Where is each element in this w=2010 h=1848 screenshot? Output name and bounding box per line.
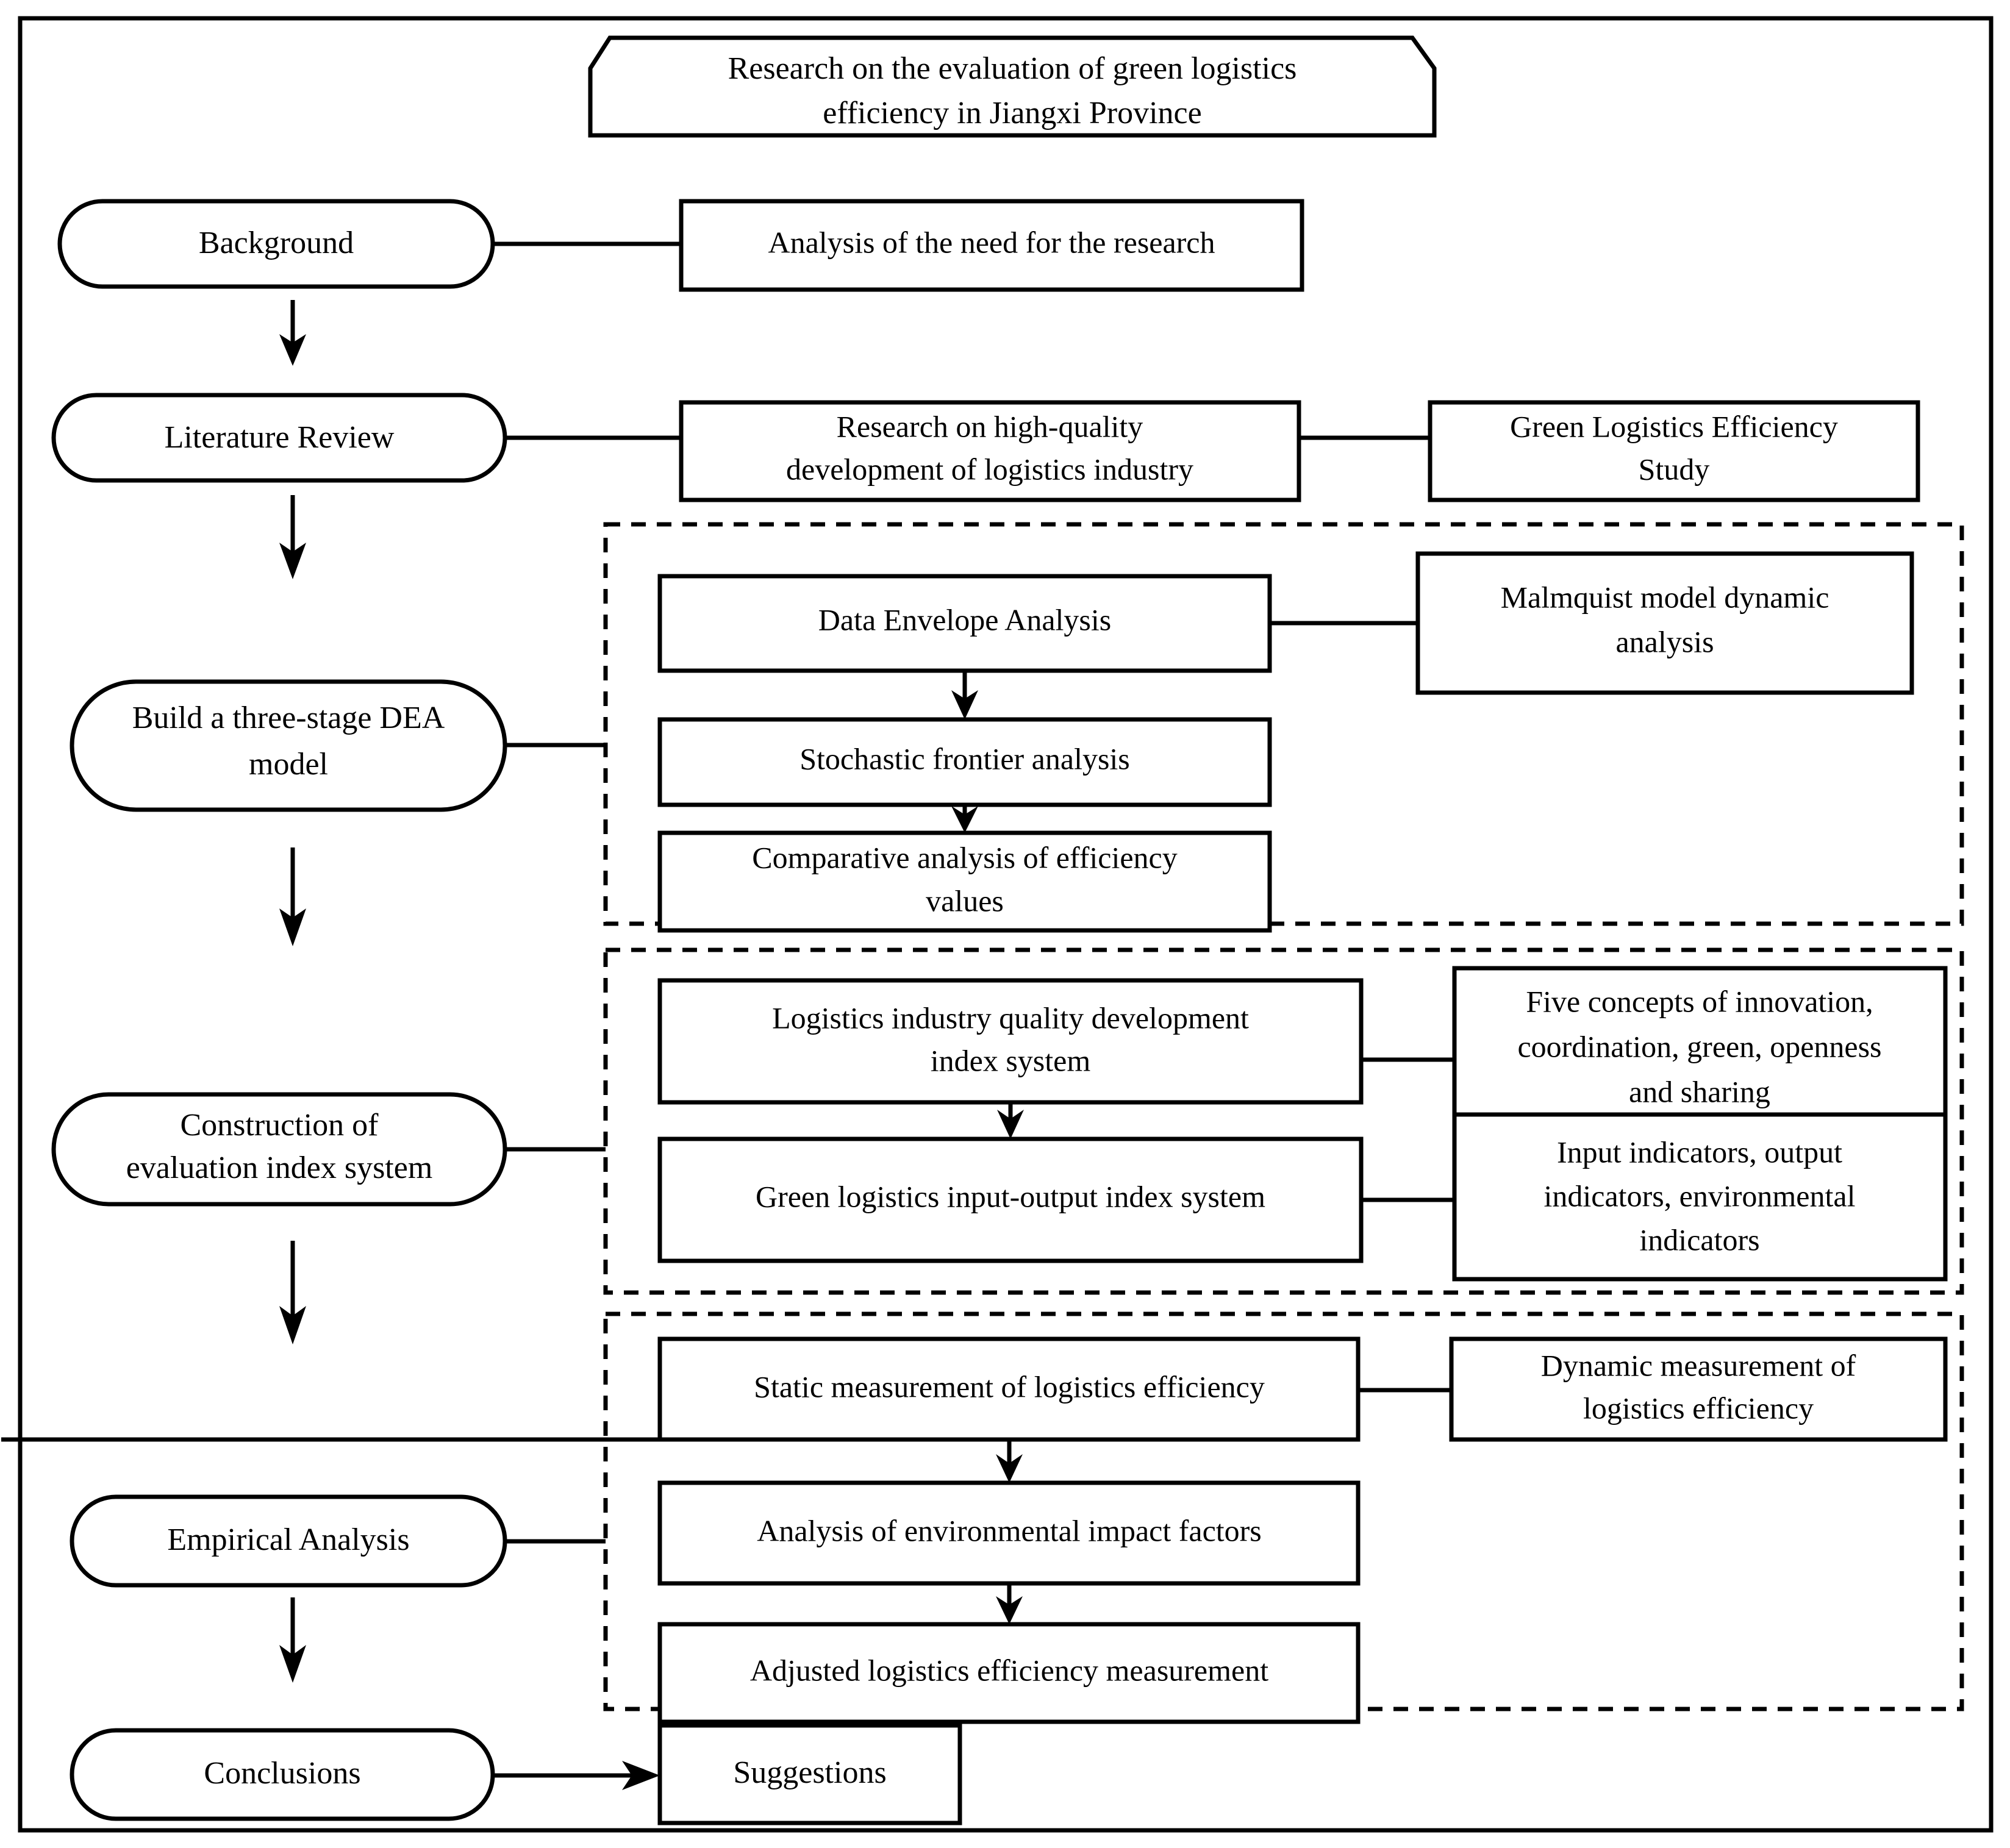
box-malmquist-model-label-1: Malmquist model dynamic — [1501, 580, 1829, 614]
arrowhead-environmental-to-adjusted — [996, 1596, 1023, 1624]
outer-frame — [18, 16, 1994, 1833]
box-input-output-environmental-indicators[interactable] — [1452, 1112, 1948, 1282]
title-line-1: Research on the evaluation of green logi… — [728, 51, 1297, 86]
box-logistics-quality-development-index-label-2: index system — [931, 1043, 1091, 1077]
box-green-logistics-input-output-index[interactable] — [657, 1136, 1364, 1263]
arrowhead-empirical-to-conclusions — [279, 1645, 306, 1683]
box-logistics-quality-development-index-label-1: Logistics industry quality development — [772, 1001, 1249, 1035]
box-adjusted-logistics-efficiency[interactable] — [657, 1622, 1361, 1724]
box-logistics-quality-development-index[interactable] — [657, 978, 1364, 1105]
box-comparative-analysis-efficiency[interactable] — [657, 830, 1272, 933]
stage-empirical-analysis-label: Empirical Analysis — [167, 1522, 409, 1557]
box-malmquist-model[interactable] — [1415, 551, 1914, 695]
title-line-2: efficiency in Jiangxi Province — [823, 96, 1201, 130]
box-indicators-label-2: indicators, environmental — [1544, 1179, 1856, 1213]
box-indicators-label-1: Input indicators, output — [1557, 1135, 1842, 1169]
box-data-envelope-analysis-label: Data Envelope Analysis — [818, 602, 1111, 637]
box-dynamic-measurement-label-2: logistics efficiency — [1583, 1391, 1814, 1425]
box-five-concepts-label-3: and sharing — [1629, 1074, 1770, 1108]
box-five-concepts-label-2: coordination, green, openness — [1517, 1029, 1881, 1063]
box-comparative-analysis-efficiency-label-2: values — [926, 883, 1004, 918]
stage-literature-review-label: Literature Review — [165, 420, 395, 455]
stage-conclusions-label: Conclusions — [204, 1756, 360, 1791]
arrowhead-stochastic-to-comparative — [951, 806, 978, 833]
arrowhead-quality-to-green-input-output — [997, 1110, 1024, 1139]
box-dynamic-measurement[interactable] — [1449, 1336, 1948, 1442]
box-suggestions-label: Suggestions — [733, 1755, 886, 1790]
box-environmental-impact-factors-label: Analysis of environmental impact factors — [757, 1513, 1262, 1547]
group-index-system-container — [603, 947, 1964, 1295]
box-comparative-analysis-efficiency-label-1: Comparative analysis of efficiency — [752, 840, 1177, 874]
box-analysis-need-research[interactable] — [679, 199, 1304, 292]
box-green-logistics-efficiency-study-label-1: Green Logistics Efficiency — [1510, 409, 1838, 443]
box-dynamic-measurement-label-1: Dynamic measurement of — [1541, 1348, 1856, 1382]
box-green-logistics-efficiency-study-label-2: Study — [1639, 452, 1710, 486]
group-dea-model-container — [603, 522, 1964, 926]
box-green-logistics-efficiency-study[interactable] — [1428, 400, 1920, 502]
title-banner-shape — [588, 35, 1437, 138]
arrowhead-conclusions-to-suggestions — [622, 1761, 660, 1790]
box-adjusted-logistics-efficiency-label: Adjusted logistics efficiency measuremen… — [750, 1653, 1268, 1687]
box-static-measurement[interactable] — [657, 1336, 1361, 1442]
box-indicators-label-3: indicators — [1639, 1222, 1759, 1257]
arrowhead-dea-to-construction — [279, 908, 306, 946]
box-green-logistics-input-output-index-label: Green logistics input-output index syste… — [756, 1179, 1265, 1213]
box-data-envelope-analysis[interactable] — [657, 574, 1272, 673]
arrowhead-dea-to-stochastic — [951, 690, 978, 719]
group-empirical-container — [603, 1311, 1964, 1711]
stage-build-dea-label-1: Build a three-stage DEA — [132, 701, 445, 735]
arrowhead-construction-to-empirical — [279, 1306, 306, 1344]
box-research-high-quality-label-1: Research on high-quality — [837, 409, 1143, 443]
box-research-high-quality[interactable] — [679, 400, 1301, 502]
box-stochastic-frontier-analysis[interactable] — [657, 717, 1272, 807]
stage-background-label: Background — [199, 226, 354, 260]
box-analysis-need-research-label: Analysis of the need for the research — [768, 225, 1215, 259]
arrowhead-background-to-literature — [279, 334, 306, 366]
box-malmquist-model-label-2: analysis — [1615, 624, 1714, 658]
stage-construction-index-label-2: evaluation index system — [126, 1151, 433, 1185]
stage-build-dea-label-2: model — [249, 747, 328, 782]
box-suggestions[interactable] — [657, 1723, 962, 1825]
box-stochastic-frontier-analysis-label: Stochastic frontier analysis — [799, 741, 1130, 776]
arrowhead-static-to-environmental — [996, 1454, 1023, 1483]
box-research-high-quality-label-2: development of logistics industry — [786, 452, 1193, 486]
stage-construction-index-label-1: Construction of — [181, 1108, 379, 1143]
box-environmental-impact-factors[interactable] — [657, 1480, 1361, 1586]
arrowhead-literature-to-dea — [279, 543, 306, 579]
box-static-measurement-label: Static measurement of logistics efficien… — [754, 1369, 1265, 1404]
box-five-concepts-label-1: Five concepts of innovation, — [1526, 984, 1873, 1018]
